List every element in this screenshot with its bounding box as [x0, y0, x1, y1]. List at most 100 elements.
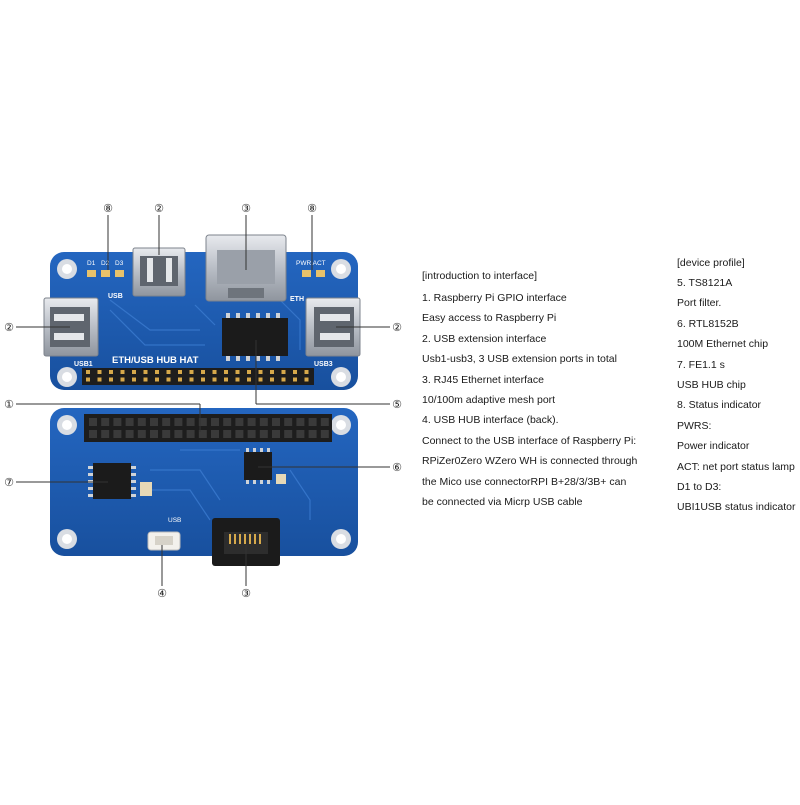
gpio-socket-hole [186, 430, 195, 438]
gpio-pin [270, 370, 274, 374]
gpio-socket-hole [89, 418, 97, 426]
micro-usb-connector-icon [147, 531, 181, 551]
profile-line: 100M Ethernet chip [677, 338, 769, 351]
profile-heading: [device profile] [677, 257, 745, 269]
gpio-socket-hole [198, 418, 207, 426]
intro-line: 2. USB extension interface [422, 332, 547, 345]
gpio-pin [281, 370, 286, 374]
gpio-socket-hole [137, 418, 146, 426]
gpio-pin [178, 370, 182, 374]
gpio-pin [235, 377, 240, 382]
gpio-socket-hole [247, 418, 256, 426]
gpio-socket-hole [101, 430, 110, 438]
profile-line: Power indicator [677, 440, 750, 453]
callout-1: ① [4, 399, 14, 411]
gpio-socket-hole [174, 430, 183, 438]
gpio-pin [120, 370, 125, 374]
gpio-pin [143, 370, 148, 374]
gpio-socket-hole [223, 430, 232, 438]
gpio-socket-hole [296, 418, 305, 426]
intro-line: RPiZer0Zero WZero WH is connected throug… [422, 455, 638, 468]
gpio-pin [293, 377, 297, 382]
callout-3-top: ③ [241, 203, 251, 215]
profile-line: USB HUB chip [677, 379, 746, 391]
callout-2-left: ② [4, 322, 14, 334]
gpio-pin [201, 377, 205, 382]
gpio-pin [304, 370, 309, 374]
bottom-board-pcb [50, 408, 358, 556]
gpio-socket-hole [272, 418, 280, 426]
gpio-pin [97, 370, 102, 374]
intro-line: be connected via Micrp USB cable [422, 496, 583, 508]
gpio-socket-hole [308, 418, 317, 426]
gpio-pin [109, 377, 113, 382]
gpio-socket-hole [284, 418, 293, 426]
gpio-socket-hole [320, 418, 329, 426]
gpio-pin [212, 377, 217, 382]
callout-2-top: ② [154, 203, 164, 215]
usb-hub-chip-icon [88, 463, 136, 499]
gpio-socket-hole [211, 430, 219, 438]
label-usb3: USB3 [314, 361, 333, 368]
gpio-pin [258, 377, 263, 382]
callout-3-bottom: ③ [241, 588, 251, 600]
intro-line: Easy access to Raspberry Pi [422, 312, 557, 325]
callout-6: ⑥ [392, 462, 402, 474]
label-d1: D1 [87, 260, 96, 267]
profile-line: ACT: net port status lamp [677, 460, 795, 473]
gpio-socket-hole [150, 430, 158, 438]
mounting-hole-icon [57, 259, 351, 387]
gpio-socket-hole [235, 430, 244, 438]
rj45-back-icon [212, 518, 280, 566]
gpio-pin [120, 377, 125, 382]
gpio-socket-hole [101, 418, 110, 426]
gpio-socket-hole [235, 418, 244, 426]
intro-line: 4. USB HUB interface (back). [422, 414, 559, 427]
gpio-socket-hole [186, 418, 195, 426]
gpio-socket-hole [162, 430, 171, 438]
gpio-pin [258, 370, 263, 374]
gpio-socket-hole [113, 430, 122, 438]
power-led-icon [302, 270, 325, 277]
profile-line: 5. TS8121A [677, 277, 733, 289]
gpio-pin [281, 377, 286, 382]
gpio-socket-hole [211, 418, 219, 426]
callout-5: ⑤ [392, 399, 402, 411]
gpio-pin [86, 370, 90, 374]
gpio-pin [224, 377, 228, 382]
gpio-pin [97, 377, 102, 382]
status-led-icon [87, 270, 124, 277]
intro-line: Connect to the USB interface of Raspberr… [422, 434, 637, 447]
gpio-socket-hole [125, 430, 134, 438]
gpio-pin [109, 370, 113, 374]
callout-2-right: ② [392, 322, 402, 334]
gpio-pin [143, 377, 148, 382]
gpio-socket-hole [174, 418, 183, 426]
gpio-socket-hole [162, 418, 171, 426]
label-usb-top: USB [108, 293, 123, 300]
gpio-socket-hole [284, 430, 293, 438]
intro-heading: [introduction to interface] [422, 270, 537, 282]
callout-8-left: ⑧ [103, 203, 113, 215]
intro-line: the Mico use connectorRPI B+28/3/3B+ can [422, 475, 627, 488]
profile-line: Port filter. [677, 297, 722, 310]
callout-4: ④ [157, 588, 167, 600]
label-d2: D2 [101, 260, 110, 267]
label-eth: ETH [290, 296, 304, 303]
filter-chip-icon [222, 313, 288, 361]
gpio-pin [304, 377, 309, 382]
gpio-socket-hole [296, 430, 305, 438]
gpio-socket-hole [89, 430, 97, 438]
label-usb1: USB1 [74, 361, 93, 368]
gpio-pin [189, 377, 194, 382]
gpio-pin [293, 370, 297, 374]
gpio-socket-hole [272, 430, 280, 438]
gpio-socket-hole [247, 430, 256, 438]
gpio-pin [132, 370, 136, 374]
gpio-pin [212, 370, 217, 374]
intro-line: 3. RJ45 Ethernet interface [422, 373, 544, 386]
gpio-pin [178, 377, 182, 382]
profile-line: 8. Status indicator [677, 399, 762, 412]
profile-line: PWRS: [677, 419, 712, 432]
